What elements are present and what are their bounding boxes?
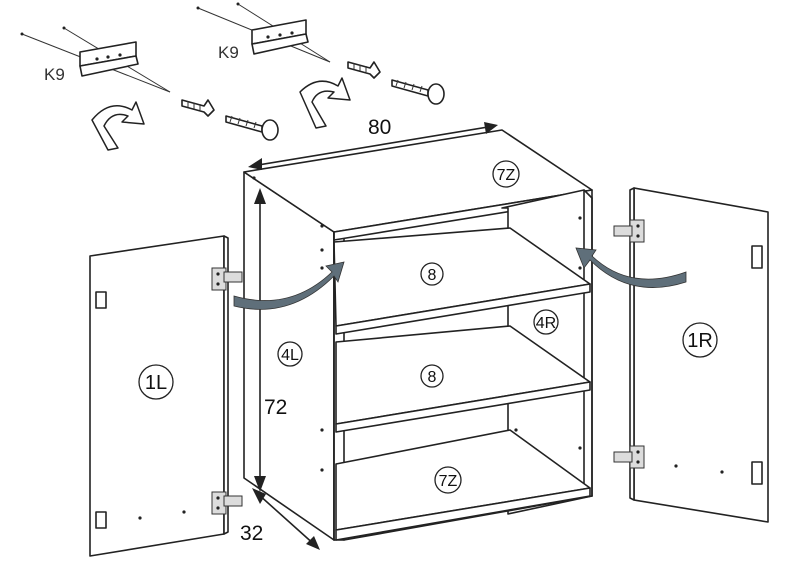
wall-bracket-right: [196, 2, 331, 63]
part-label-door-right: 1R: [687, 330, 713, 352]
dowel-screw-left: [181, 99, 279, 141]
part-label-door-left: 1L: [145, 372, 167, 394]
hinge-right-top-icon: [613, 219, 645, 243]
rotate-arrow-right-icon: [299, 77, 351, 129]
part-label-bottom: 7Z: [439, 473, 458, 490]
dimension-width-label: 80: [368, 116, 391, 139]
bracket-label-left: K9: [44, 65, 65, 84]
dimension-depth-label: 32: [240, 522, 263, 545]
part-label-shelf-lower: 8: [428, 369, 437, 386]
hinge-right-bottom-icon: [613, 445, 645, 469]
part-label-shelf-upper: 8: [428, 267, 437, 284]
dimension-depth-arrow: [252, 488, 320, 550]
wall-bracket-left: [20, 26, 171, 93]
part-label-side-left: 4L: [281, 347, 299, 364]
mount-arrow-right-icon: [575, 247, 687, 288]
bracket-label-right: K9: [218, 43, 239, 62]
rotate-arrow-left-icon: [91, 101, 145, 151]
dimension-width-arrow: [248, 122, 498, 170]
dimension-height-label: 72: [264, 396, 287, 419]
part-label-side-right: 4R: [536, 315, 556, 332]
mount-arrow-left-icon: [233, 261, 345, 310]
hinge-left-bottom-icon: [211, 491, 243, 515]
dimension-height-arrow: [254, 188, 266, 492]
hinge-left-top-icon: [211, 267, 243, 291]
dowel-screw-right: [347, 61, 445, 105]
part-label-top: 7Z: [497, 167, 516, 184]
